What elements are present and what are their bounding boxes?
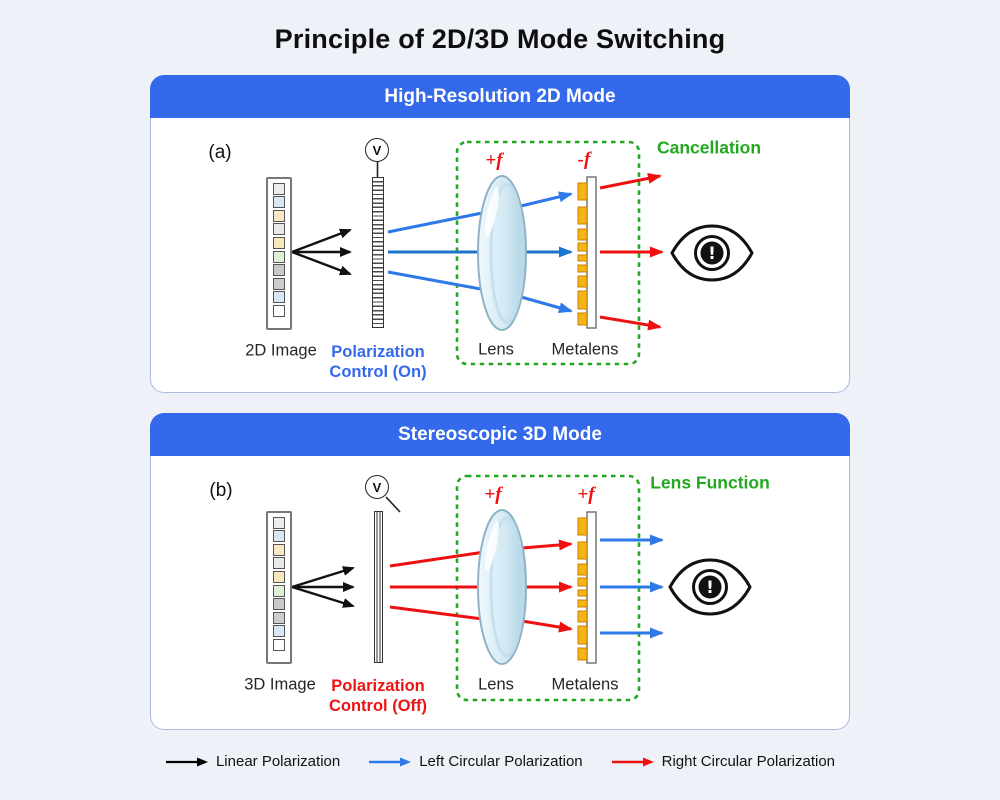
panel-tag-b: (b)	[209, 480, 233, 501]
pixel-square	[273, 611, 285, 624]
voltage-source-b: V	[365, 475, 389, 499]
red-arrow-icon	[611, 757, 654, 766]
pixel-square	[273, 598, 285, 611]
lens-focal-label-a: +f	[485, 150, 503, 171]
pixel-square	[273, 196, 285, 209]
legend: Linear Polarization Left Circular Polari…	[0, 753, 1000, 770]
legend-item-left-circular: Left Circular Polarization	[368, 753, 583, 770]
3d-image-label: 3D Image	[244, 675, 316, 694]
pixel-square	[273, 530, 285, 543]
polarization-control-label-b: Polarization Control (Off)	[328, 677, 428, 715]
blue-arrow-icon	[369, 757, 412, 766]
polarization-control-bar-on	[372, 177, 384, 328]
2d-image-pixel-stack	[266, 177, 292, 330]
pixel-square	[273, 570, 285, 583]
black-arrow-icon	[165, 757, 208, 766]
pixel-square	[273, 304, 285, 317]
cancellation-annotation: Cancellation	[656, 137, 762, 158]
panel-3d-header: Stereoscopic 3D Mode	[150, 413, 850, 456]
pixel-square	[273, 638, 285, 651]
panel-2d-header: High-Resolution 2D Mode	[150, 75, 850, 118]
2d-image-label: 2D Image	[245, 341, 317, 360]
pixel-square	[273, 543, 285, 556]
voltage-source-a: V	[365, 138, 389, 162]
3d-image-pixel-stack	[266, 511, 292, 664]
pixel-square	[273, 557, 285, 570]
pixel-square	[273, 223, 285, 236]
polarization-control-label-a: Polarization Control (On)	[329, 343, 427, 381]
pixel-square	[273, 250, 285, 263]
pixel-square	[273, 182, 285, 195]
legend-item-linear: Linear Polarization	[165, 753, 340, 770]
pixel-square	[273, 264, 285, 277]
metalens-focal-label-a: -f	[577, 149, 591, 170]
lens-focal-label-b: +f	[484, 484, 502, 505]
pixel-square	[273, 625, 285, 638]
panel-tag-a: (a)	[208, 142, 232, 163]
pixel-square	[273, 291, 285, 304]
metalens-focal-label-b: +f	[577, 484, 595, 505]
legend-item-right-circular: Right Circular Polarization	[611, 753, 835, 770]
metalens-label-a: Metalens	[551, 340, 619, 359]
polarization-control-bar-off	[374, 511, 383, 663]
pixel-square	[273, 277, 285, 290]
pixel-square	[273, 236, 285, 249]
lens-function-annotation: Lens Function	[650, 472, 770, 493]
pixel-square	[273, 209, 285, 222]
lens-label-b: Lens	[478, 675, 514, 694]
pixel-square	[273, 516, 285, 529]
pixel-square	[273, 584, 285, 597]
metalens-label-b: Metalens	[551, 675, 619, 694]
page-title: Principle of 2D/3D Mode Switching	[274, 24, 726, 54]
lens-label-a: Lens	[478, 340, 514, 359]
